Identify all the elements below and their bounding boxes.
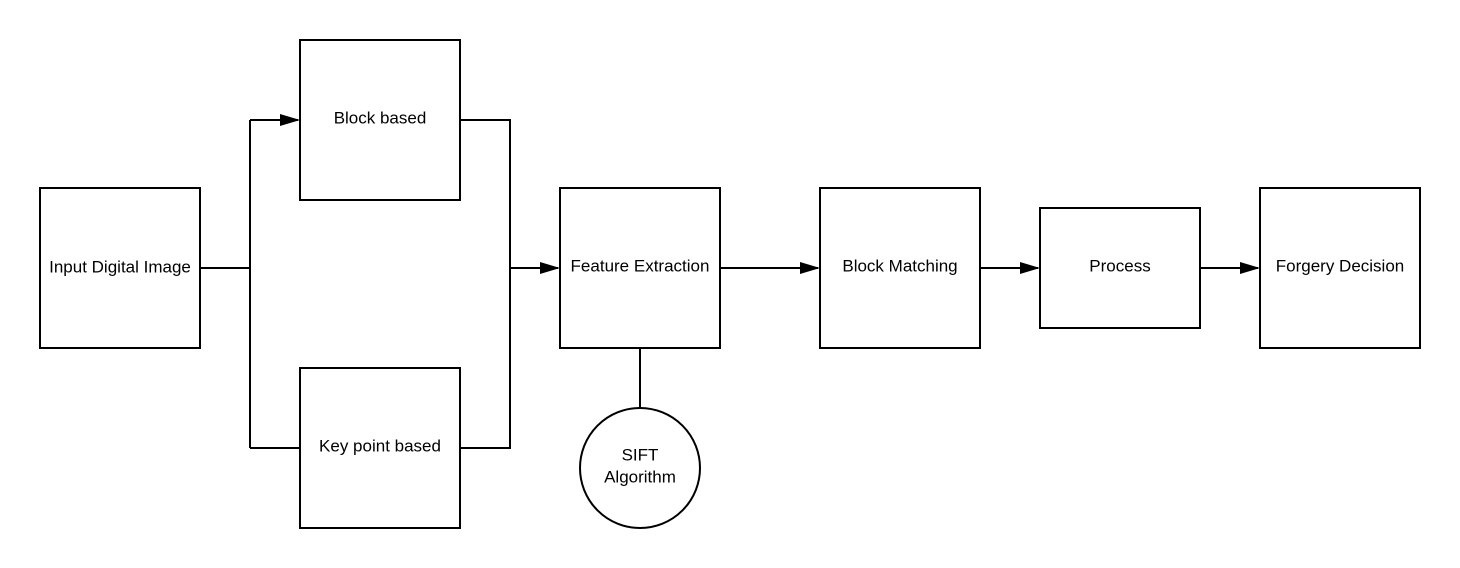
node-label: Block Matching [842, 256, 957, 275]
node-label: Feature Extraction [571, 256, 710, 275]
node-label: Input Digital Image [49, 257, 191, 276]
node-process[interactable]: Process [1039, 207, 1201, 329]
node-sift-algorithm[interactable]: SIFT Algorithm [579, 407, 701, 529]
node-input-digital-image[interactable]: Input Digital Image [39, 187, 201, 349]
node-feature-extraction[interactable]: Feature Extraction [559, 187, 721, 349]
node-label: Process [1089, 256, 1150, 275]
edge-block-based-to-merge [460, 119, 511, 268]
node-block-matching[interactable]: Block Matching [819, 187, 981, 349]
node-label-line-2: Algorithm [604, 467, 676, 486]
node-key-point-based[interactable]: Key point based [299, 367, 461, 529]
node-block-based[interactable]: Block based [299, 39, 461, 201]
node-label-line-1: SIFT [622, 445, 659, 464]
edges [200, 114, 1260, 449]
node-label: Block based [334, 108, 427, 127]
node-forgery-decision[interactable]: Forgery Decision [1259, 187, 1421, 349]
node-label: Key point based [319, 436, 441, 455]
node-label: Forgery Decision [1276, 256, 1405, 275]
edge-key-point-based-to-merge [460, 268, 511, 449]
